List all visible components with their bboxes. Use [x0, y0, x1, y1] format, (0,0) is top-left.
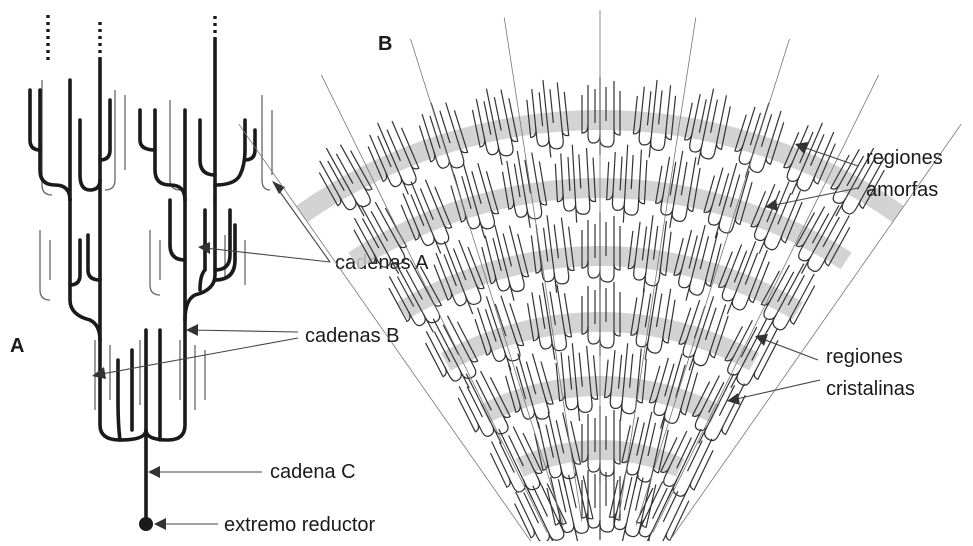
panel-b-letter: B — [378, 33, 392, 55]
panel-a-letter: A — [10, 335, 24, 357]
reducing-end-dot — [139, 517, 153, 531]
chain-continuation-dots — [48, 12, 215, 60]
label-amorphous-line2: amorfas — [866, 179, 938, 201]
arrow-crystalline-2 — [732, 380, 820, 400]
arrowhead — [727, 393, 740, 405]
arrow-chains-b-1 — [190, 330, 298, 332]
label-chain-c: cadena C — [270, 461, 356, 483]
label-reducing-end: extremo reductor — [224, 514, 376, 536]
arrow-chains-a-2 — [205, 248, 330, 262]
arrowhead — [148, 466, 160, 478]
radial-chain-line — [636, 39, 789, 525]
panel-a-arrowheads — [92, 181, 285, 530]
arrowhead — [154, 518, 166, 530]
chain-cluster — [627, 472, 695, 541]
label-crystalline-line2: cristalinas — [826, 378, 915, 400]
label-crystalline-line1: regiones — [826, 346, 903, 368]
arrow-chains-b-2 — [96, 338, 298, 375]
arrowhead — [186, 324, 198, 336]
cluster-model-panel: A — [10, 12, 429, 536]
chain-cluster — [543, 462, 597, 541]
thick-inner-chains — [30, 40, 255, 520]
label-chains-b: cadenas B — [305, 325, 400, 347]
label-amorphous-line1: regiones — [866, 147, 943, 169]
